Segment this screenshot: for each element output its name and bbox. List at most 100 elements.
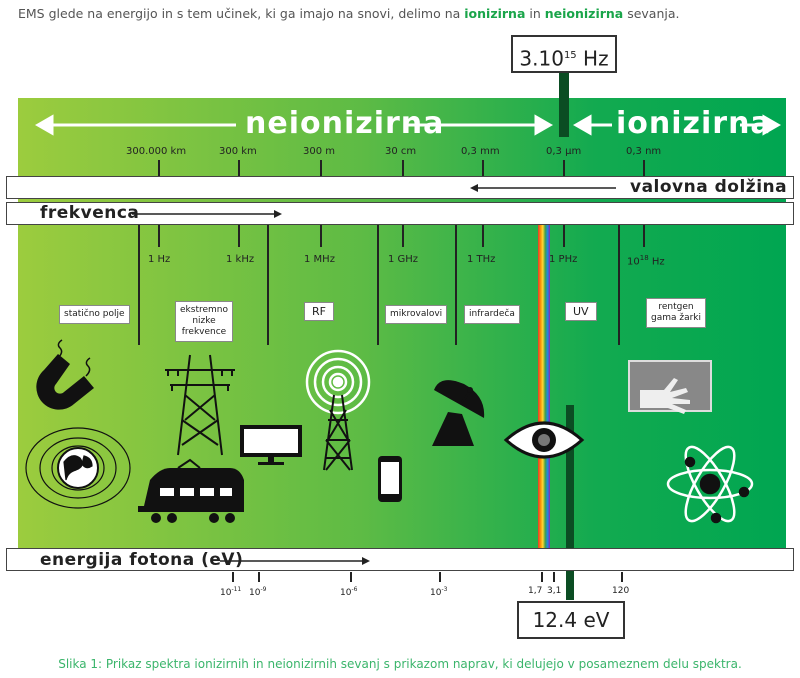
wavelength-tick [563,160,565,176]
energy-label: energija fotona (eV) [40,550,244,570]
intro-text-part: in [525,6,545,21]
frequency-tick-label-base: 10 [627,256,640,268]
nonionizing-arrowhead-left [34,114,54,136]
wavelength-tick [158,160,160,176]
frequency-tick-label: 1 PHz [549,254,578,265]
energy-tick [232,572,234,582]
wavelength-tick-label: 300.000 km [126,146,187,157]
wavelength-tick-label: 0,3 mm [461,146,500,157]
wavelength-tick [643,160,645,176]
earth-magnetic-field-icon [25,427,131,509]
energy-tick-label-base: 10 [220,588,232,598]
wavelength-tick-label: 30 cm [385,146,417,157]
wavelength-label: valovna dolžina [630,177,788,197]
ionizing-arrowhead-left [572,114,592,136]
category-divider [618,225,620,345]
boundary-marker-bottom [566,405,574,600]
ionizing-arrowhead-right [762,114,782,136]
wavelength-tick [402,160,404,176]
frequency-tick-label-1e18: 1018 Hz [627,254,665,267]
intro-text: EMS glede na energijo in s tem učinek, k… [18,6,680,21]
wavelength-tick-label: 0,3 nm [626,146,662,157]
intro-text-part: sevanja. [623,6,680,21]
energy-tick-label-exp: -3 [441,586,448,593]
xray-hand-icon [628,360,712,414]
ionizing-label: ionizirna [616,106,772,141]
energy-tick [258,572,260,582]
energy-tick-label: 10-11 [220,586,241,598]
frequency-tick [643,225,645,247]
frequency-tick [482,225,484,247]
frequency-tick [402,225,404,247]
energy-tick-label-base: 10 [340,588,352,598]
train-icon [138,458,244,523]
frequency-tick-label-unit: Hz [648,256,665,268]
atom-icon [666,445,754,524]
category-divider [138,225,140,345]
energy-tick [439,572,441,582]
wavelength-tick-label: 0,3 µm [546,146,582,157]
nonionizing-arrowhead-right [534,114,554,136]
nonionizing-label: neionizirna [245,106,445,141]
energy-tick-label-exp: -9 [260,586,267,593]
eye-icon [503,421,585,459]
category-divider [267,225,269,345]
frequency-tick-label: 1 MHz [304,254,335,265]
wavelength-tick [238,160,240,176]
boundary-energy-box: 12.4 eV [517,601,625,639]
energy-tick [553,572,555,582]
boundary-frequency-base: 3.10 [519,46,564,71]
category-infrared: infrardeča [464,305,520,324]
energy-arrow [220,557,370,565]
energy-tick [541,572,543,582]
frequency-label: frekvenca [40,203,140,223]
boundary-frequency-box: 3.1015 Hz [511,35,617,73]
energy-tick-label: 1,7 [528,586,543,596]
intro-nonionizing: neionizirna [544,6,624,21]
category-static-field: statično polje [59,305,130,324]
category-divider [377,225,379,345]
wavelength-tick-label: 300 m [303,146,336,157]
category-uv: UV [565,302,597,321]
frequency-tick [238,225,240,247]
category-divider [455,225,457,345]
category-elf: ekstremno nizke frekvence [175,301,233,342]
energy-tick [350,572,352,582]
energy-bar [6,548,794,571]
wavelength-bar [6,176,794,199]
wavelength-tick [320,160,322,176]
energy-tick [621,572,623,582]
satellite-dish-icon [432,380,485,446]
frequency-tick-label: 1 kHz [226,254,255,265]
intro-text-part: EMS glede na energijo in s tem učinek, k… [18,6,465,21]
boundary-frequency-exp: 15 [563,50,577,61]
frequency-tick [158,225,160,247]
category-xray-gamma: rentgen gama žarki [646,298,707,328]
radio-tower-icon [305,349,371,471]
figure-caption: Slika 1: Prikaz spektra ionizirnih in ne… [58,657,742,671]
energy-tick-label: 10-9 [249,586,266,598]
category-microwaves: mikrovalovi [385,305,448,324]
frequency-tick [563,225,565,247]
frequency-tick-label-exp: 18 [639,254,649,262]
energy-tick-label: 10-6 [340,586,357,598]
category-rf: RF [304,302,334,321]
frequency-bar [6,202,794,225]
energy-tick-label-base: 10 [249,588,261,598]
energy-tick-label: 10-3 [430,586,447,598]
frequency-tick [320,225,322,247]
frequency-tick-label: 1 THz [467,254,496,265]
frequency-arrow [132,210,282,218]
boundary-frequency-unit: Hz [576,46,609,71]
power-pylon-icon [165,354,235,456]
frequency-tick-label: 1 GHz [388,254,419,265]
mobile-phone-icon [378,456,402,502]
frequency-tick-label: 1 Hz [148,254,171,265]
wavelength-tick-label: 300 km [219,146,257,157]
visible-spectrum-strip [538,225,550,548]
monitor-icon [240,425,302,465]
energy-tick-label: 120 [612,586,630,596]
wavelength-tick [482,160,484,176]
